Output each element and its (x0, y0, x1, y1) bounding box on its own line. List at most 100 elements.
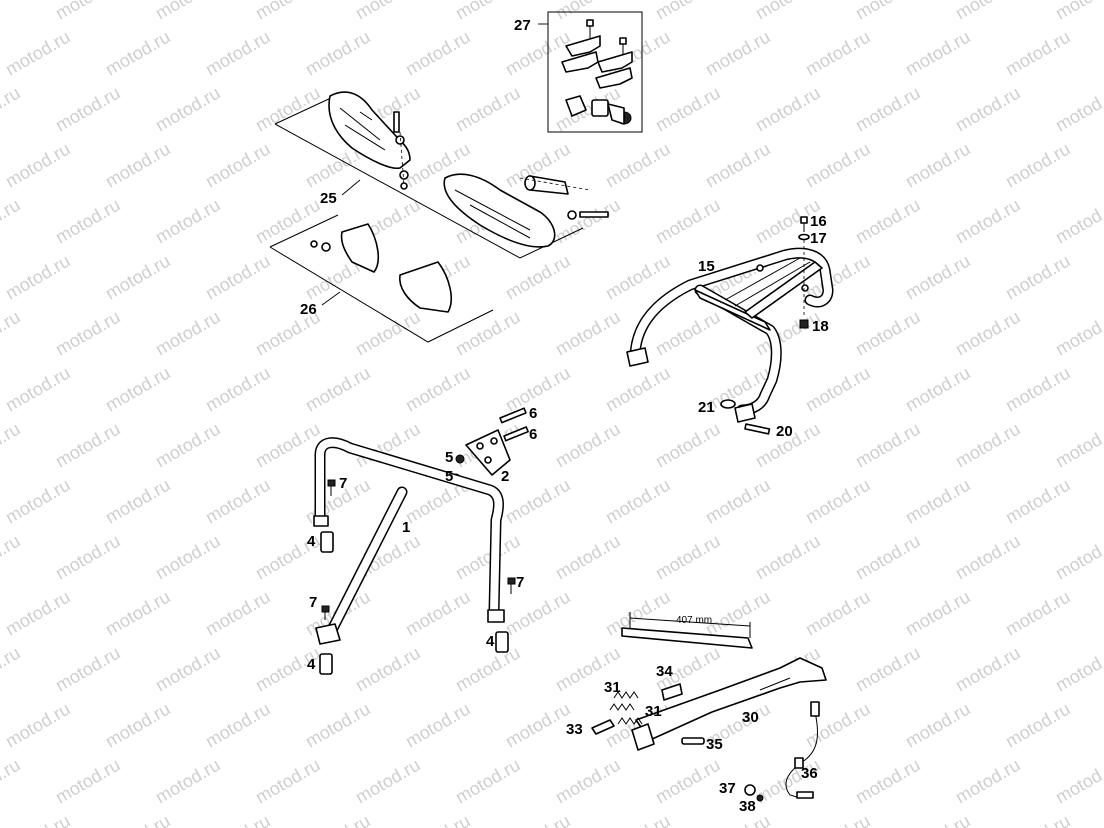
watermark-text: motod.ru (952, 643, 1024, 696)
watermark-text: motod.ru (502, 363, 574, 416)
watermark-text: motod.ru (752, 0, 824, 23)
handguard-set-25 (274, 91, 609, 259)
label-7c: 7 (309, 594, 317, 611)
watermark-text: motod.ru (852, 195, 924, 248)
watermark-text: motod.ru (352, 643, 424, 696)
watermark-text: motod.ru (452, 643, 524, 696)
watermark-text: motod.ru (0, 0, 24, 23)
watermark-text: motod.ru (0, 755, 24, 808)
spring-icon (609, 691, 643, 725)
watermark-text: motod.ru (552, 307, 624, 360)
label-17: 17 (810, 230, 827, 247)
watermark-text: motod.ru (852, 307, 924, 360)
watermark-text: motod.ru (2, 363, 74, 416)
watermark-text: motod.ru (1002, 699, 1074, 752)
watermark-text: motod.ru (1002, 363, 1074, 416)
watermark-text: motod.ru (652, 307, 724, 360)
watermark-text: motod.ru (2, 475, 74, 528)
watermark-text: motod.ru (802, 811, 874, 828)
clamp-bushing-icon (565, 95, 632, 125)
watermark-text: motod.ru (202, 363, 274, 416)
watermark-text: motod.ru (1052, 83, 1104, 136)
watermark-text: motod.ru (452, 0, 524, 23)
watermark-text: motod.ru (1052, 307, 1104, 360)
watermark-text: motod.ru (252, 755, 324, 808)
watermark-text: motod.ru (102, 363, 174, 416)
label-35: 35 (706, 736, 723, 753)
watermark-text: motod.ru (652, 419, 724, 472)
kit-box (547, 11, 643, 133)
watermark-text: motod.ru (2, 27, 74, 80)
watermark-text: motod.ru (802, 139, 874, 192)
watermark-text: motod.ru (402, 699, 474, 752)
watermark-text: motod.ru (752, 531, 824, 584)
watermark-text: motod.ru (502, 27, 574, 80)
watermark-text: motod.ru (2, 139, 74, 192)
watermark-text: motod.ru (602, 27, 674, 80)
watermark-text: motod.ru (352, 0, 424, 23)
watermark-text: motod.ru (52, 531, 124, 584)
watermark-text: motod.ru (1052, 531, 1104, 584)
watermark-text: motod.ru (702, 811, 774, 828)
stand-length-icon (621, 627, 753, 649)
label-6b: 6 (529, 426, 537, 443)
watermark-text: motod.ru (902, 587, 974, 640)
watermark-text: motod.ru (852, 0, 924, 23)
watermark-text: motod.ru (1052, 419, 1104, 472)
watermark-text: motod.ru (952, 531, 1024, 584)
label-31a: 31 (604, 679, 621, 696)
watermark-text: motod.ru (102, 251, 174, 304)
watermark-text: motod.ru (1052, 195, 1104, 248)
watermark-text: motod.ru (502, 251, 574, 304)
watermark-text: motod.ru (952, 307, 1024, 360)
watermark-text: motod.ru (1002, 587, 1074, 640)
plate-icon (465, 429, 511, 476)
watermark-text: motod.ru (402, 363, 474, 416)
watermark-text: motod.ru (302, 363, 374, 416)
watermark-text: motod.ru (0, 419, 24, 472)
watermark-text: motod.ru (202, 699, 274, 752)
clamp-kit-27 (538, 11, 643, 133)
watermark-text: motod.ru (952, 419, 1024, 472)
watermark-text: motod.ru (202, 475, 274, 528)
label-6a: 6 (529, 405, 537, 422)
label-15: 15 (698, 258, 715, 275)
label-2: 2 (501, 468, 509, 485)
clamp-bracket-icon (561, 35, 633, 89)
watermark-text: motod.ru (252, 419, 324, 472)
watermark-text: motod.ru (102, 587, 174, 640)
dimension-label: 407 mm (676, 615, 712, 626)
label-31b: 31 (645, 703, 662, 720)
watermark-text: motod.ru (952, 755, 1024, 808)
watermark-text: motod.ru (402, 811, 474, 828)
watermark-text: motod.ru (952, 83, 1024, 136)
watermark-text: motod.ru (902, 363, 974, 416)
front-frame-1 (313, 437, 516, 675)
watermark-text: motod.ru (152, 307, 224, 360)
watermark-text: motod.ru (602, 363, 674, 416)
label-1: 1 (402, 519, 410, 536)
frame-bolt-icon (321, 479, 516, 620)
watermark-text: motod.ru (502, 699, 574, 752)
watermark-text: motod.ru (152, 755, 224, 808)
watermark-text: motod.ru (502, 811, 574, 828)
watermark-text: motod.ru (552, 755, 624, 808)
watermark-text: motod.ru (552, 531, 624, 584)
watermark-text: motod.ru (552, 419, 624, 472)
watermark-text: motod.ru (1052, 643, 1104, 696)
label-37: 37 (719, 780, 736, 797)
watermark-text: motod.ru (452, 83, 524, 136)
label-4c: 4 (307, 656, 316, 673)
watermark-text: motod.ru (852, 531, 924, 584)
watermark-text: motod.ru (0, 83, 24, 136)
watermark-text: motod.ru (152, 83, 224, 136)
watermark-text: motod.ru (202, 139, 274, 192)
watermark-text: motod.ru (102, 139, 174, 192)
watermark-text: motod.ru (102, 475, 174, 528)
rear-rack-15 (626, 216, 834, 435)
watermark-text: motod.ru (1052, 0, 1104, 23)
watermark-text: motod.ru (152, 0, 224, 23)
watermark-text: motod.ru (0, 643, 24, 696)
